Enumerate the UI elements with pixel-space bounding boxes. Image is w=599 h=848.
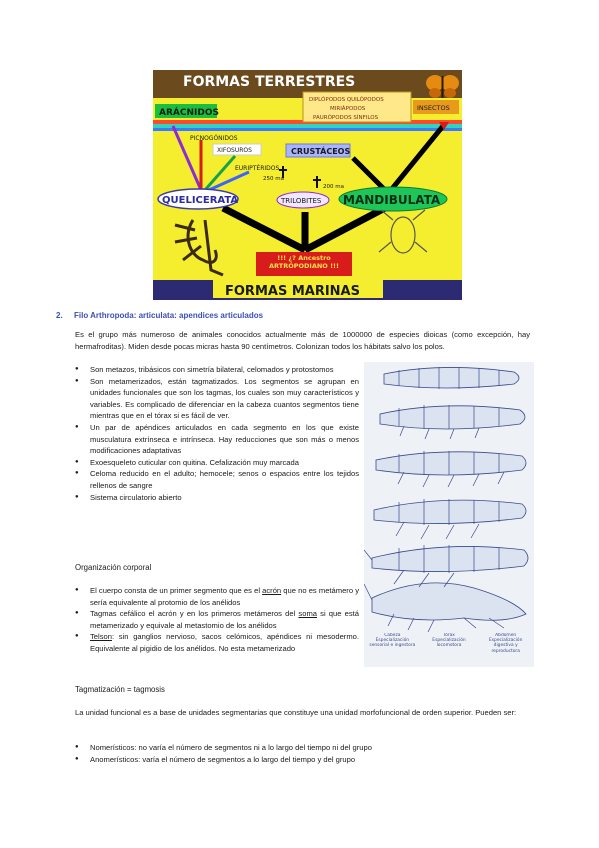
stripe-blue: [153, 128, 462, 131]
list-item: Un par de apéndices articulados en cada …: [75, 422, 359, 457]
text-part: : sin ganglios nervioso, sacos celómicos…: [90, 632, 359, 653]
list-item: Celoma reducido en el adulto; hemocele; …: [75, 468, 359, 491]
diagram-title-top: FORMAS TERRESTRES: [183, 74, 355, 90]
diagram-title-bottom: FORMAS MARINAS: [225, 284, 360, 299]
label-mya-1: 250 ma: [263, 176, 284, 182]
list-item: Son metazos, tribásicos con simetría bil…: [75, 364, 359, 376]
figure-desc-head: Especialización sensorial e ingestora: [369, 638, 416, 649]
term-soma: soma: [298, 609, 317, 619]
box-aracnidos: [155, 104, 217, 118]
section-number: 2.: [56, 311, 63, 320]
figure-label-abdomen: Abdomen: [495, 633, 517, 638]
figure-label-head: Cabeza: [384, 633, 401, 638]
oval-mandibulata: [338, 186, 448, 212]
section-title: Filo Arthropoda: articulata: apendices a…: [74, 311, 264, 320]
list-item: Anomerísticos: varía el número de segmen…: [75, 754, 530, 766]
oval-trilobites: [276, 191, 330, 209]
label-ancestro: !!! ¿? Ancestro ARTRÓPODIANO !!!: [269, 254, 339, 270]
intro-paragraph: Es el grupo más numeroso de animales con…: [75, 330, 530, 351]
segmented-worm-series: [371, 367, 529, 621]
label-mya-2: 200 ma: [323, 184, 344, 190]
phylogeny-arrows: [221, 204, 387, 254]
label-miriapodos: MIRIÁPODOS: [330, 105, 366, 112]
box-xifosuros: [212, 143, 262, 156]
figure-desc-abdomen: Especialización digestiva y reproductora: [488, 638, 523, 654]
segment-lines: [364, 367, 505, 633]
butterfly-icon: [426, 75, 459, 98]
oval-quelicerata: [157, 188, 239, 210]
label-euripteridos: EURIPTÉRIDOS: [235, 164, 279, 172]
box-myriapods: [302, 91, 412, 123]
subheading-organizacion: Organización corporal: [75, 563, 152, 572]
figure-column-abdomen: Abdomen Especialización digestiva y repr…: [477, 633, 534, 654]
tagmatization-svg: Cabeza Especialización sensorial e inges…: [364, 362, 534, 667]
list-item: Tagmas cefálico el acrón y en los primer…: [75, 608, 359, 631]
label-crustaceos: CRUSTÁCEOS: [291, 145, 350, 156]
list-item: Nomerísticos: no varía el número de segm…: [75, 742, 530, 754]
scorpion-icon: [174, 219, 224, 277]
arthropod-phylogeny-diagram: FORMAS TERRESTRES ARÁCNIDOS DIPLÓPODOS Q…: [153, 70, 462, 300]
text-part: Tagmas cefálico el acrón y en los primer…: [90, 609, 299, 619]
tagmatization-paragraph: La unidad funcional es a base de unidade…: [75, 708, 517, 717]
list-item: Exoesqueleto cuticular con quitina. Cefa…: [75, 457, 359, 469]
characteristics-list: Son metazos, tribásicos con simetría bil…: [75, 364, 359, 503]
term-acron: acrón: [262, 586, 282, 595]
list-item: Son metamerizados, están tagmatizados. L…: [75, 376, 359, 422]
subheading-tagmatizacion: Tagmatización = tagmosis: [75, 685, 165, 694]
list-item: Telson: sin ganglios nervioso, sacos cel…: [75, 631, 359, 654]
text-part: El cuerpo consta de un primer segmento q…: [90, 586, 263, 595]
text-part: si que está metamerizado y equivale al m…: [90, 609, 359, 630]
tagmatization-figure: Cabeza Especialización sensorial e inges…: [364, 362, 534, 667]
label-mandibulata: MANDIBULATA: [343, 193, 441, 207]
box-crustaceos: [285, 143, 351, 158]
crustacean-icon: [378, 209, 428, 254]
label-quelicerata: QUELICERATA: [162, 195, 238, 206]
label-diplopodos: DIPLÓPODOS QUILÓPODOS: [309, 96, 384, 103]
branch-arrows: [171, 124, 445, 192]
label-picnogonidos: PICNOGÓNIDOS: [190, 135, 238, 142]
organization-list: El cuerpo consta de un primer segmento q…: [75, 585, 359, 655]
figure-column-head: Cabeza Especialización sensorial e inges…: [364, 633, 421, 654]
figure-label-thorax: Tórax: [443, 633, 455, 638]
tagmatization-list: Nomerísticos: no varía el número de segm…: [75, 742, 530, 765]
box-insectos: [413, 100, 459, 114]
label-trilobites: TRILOBITES: [280, 197, 322, 205]
box-ancestro: [256, 252, 352, 276]
figure-column-thorax: Tórax Especialización locomotora: [421, 633, 478, 654]
label-aracnidos: ARÁCNIDOS: [159, 106, 219, 118]
section-heading: 2. Filo Arthropoda: articulata: apendices…: [56, 311, 263, 320]
label-insectos: INSECTOS: [417, 104, 450, 112]
extinction-cross-icon: [279, 166, 321, 188]
diagram-svg: FORMAS TERRESTRES ARÁCNIDOS DIPLÓPODOS Q…: [153, 70, 462, 300]
list-item: Sistema circulatorio abierto: [75, 492, 359, 504]
arrowhead-red: [439, 122, 449, 130]
term-telson: Telson: [90, 632, 112, 642]
stripe-cyan: [153, 124, 462, 128]
bottom-title-bar: [213, 280, 383, 298]
label-pauropodos: PAURÓPODOS SÍNFILOS: [313, 114, 379, 121]
label-xifosuros: XIFOSUROS: [217, 147, 252, 154]
list-item: El cuerpo consta de un primer segmento q…: [75, 585, 359, 608]
text-part: que no es metámero y sería equivalente a…: [90, 586, 359, 607]
figure-desc-thorax: Especialización locomotora: [432, 638, 466, 649]
